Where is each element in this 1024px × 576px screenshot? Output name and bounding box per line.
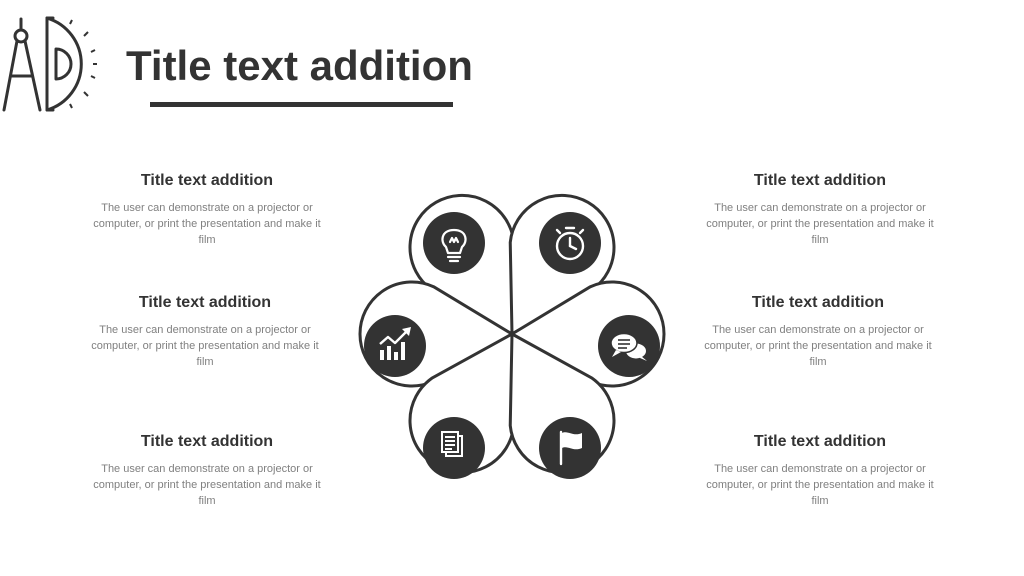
lightbulb-icon — [441, 228, 467, 263]
text-block-middle-right: Title text addition The user can demonst… — [698, 293, 938, 370]
speech-bubbles-icon — [610, 332, 647, 361]
text-block-bottom-right: Title text addition The user can demonst… — [700, 432, 940, 509]
block-title: Title text addition — [753, 172, 887, 189]
block-description: The user can demonstrate on a projector … — [706, 463, 934, 507]
growth-chart-icon — [379, 327, 411, 360]
text-block-top-right: Title text addition The user can demonst… — [700, 171, 940, 248]
text-block-top-left: Title text addition The user can demonst… — [87, 171, 327, 248]
block-description: The user can demonstrate on a projector … — [93, 463, 321, 507]
block-title: Title text addition — [753, 433, 887, 450]
block-title: Title text addition — [138, 294, 272, 311]
petal-diagram — [358, 192, 666, 494]
page-title: Title text addition — [126, 42, 473, 89]
text-block-middle-left: Title text addition The user can demonst… — [85, 293, 325, 370]
block-description: The user can demonstrate on a projector … — [704, 324, 932, 368]
title-underline — [150, 102, 453, 107]
document-icon — [441, 431, 463, 457]
block-title: Title text addition — [140, 172, 274, 189]
block-title: Title text addition — [140, 433, 274, 450]
block-description: The user can demonstrate on a projector … — [91, 324, 319, 368]
text-block-bottom-left: Title text addition The user can demonst… — [87, 432, 327, 509]
block-description: The user can demonstrate on a projector … — [93, 202, 321, 246]
stopwatch-icon — [555, 226, 585, 261]
block-description: The user can demonstrate on a projector … — [706, 202, 934, 246]
compass-protractor-icon — [2, 16, 97, 112]
block-title: Title text addition — [751, 294, 885, 311]
flag-icon — [559, 430, 582, 466]
